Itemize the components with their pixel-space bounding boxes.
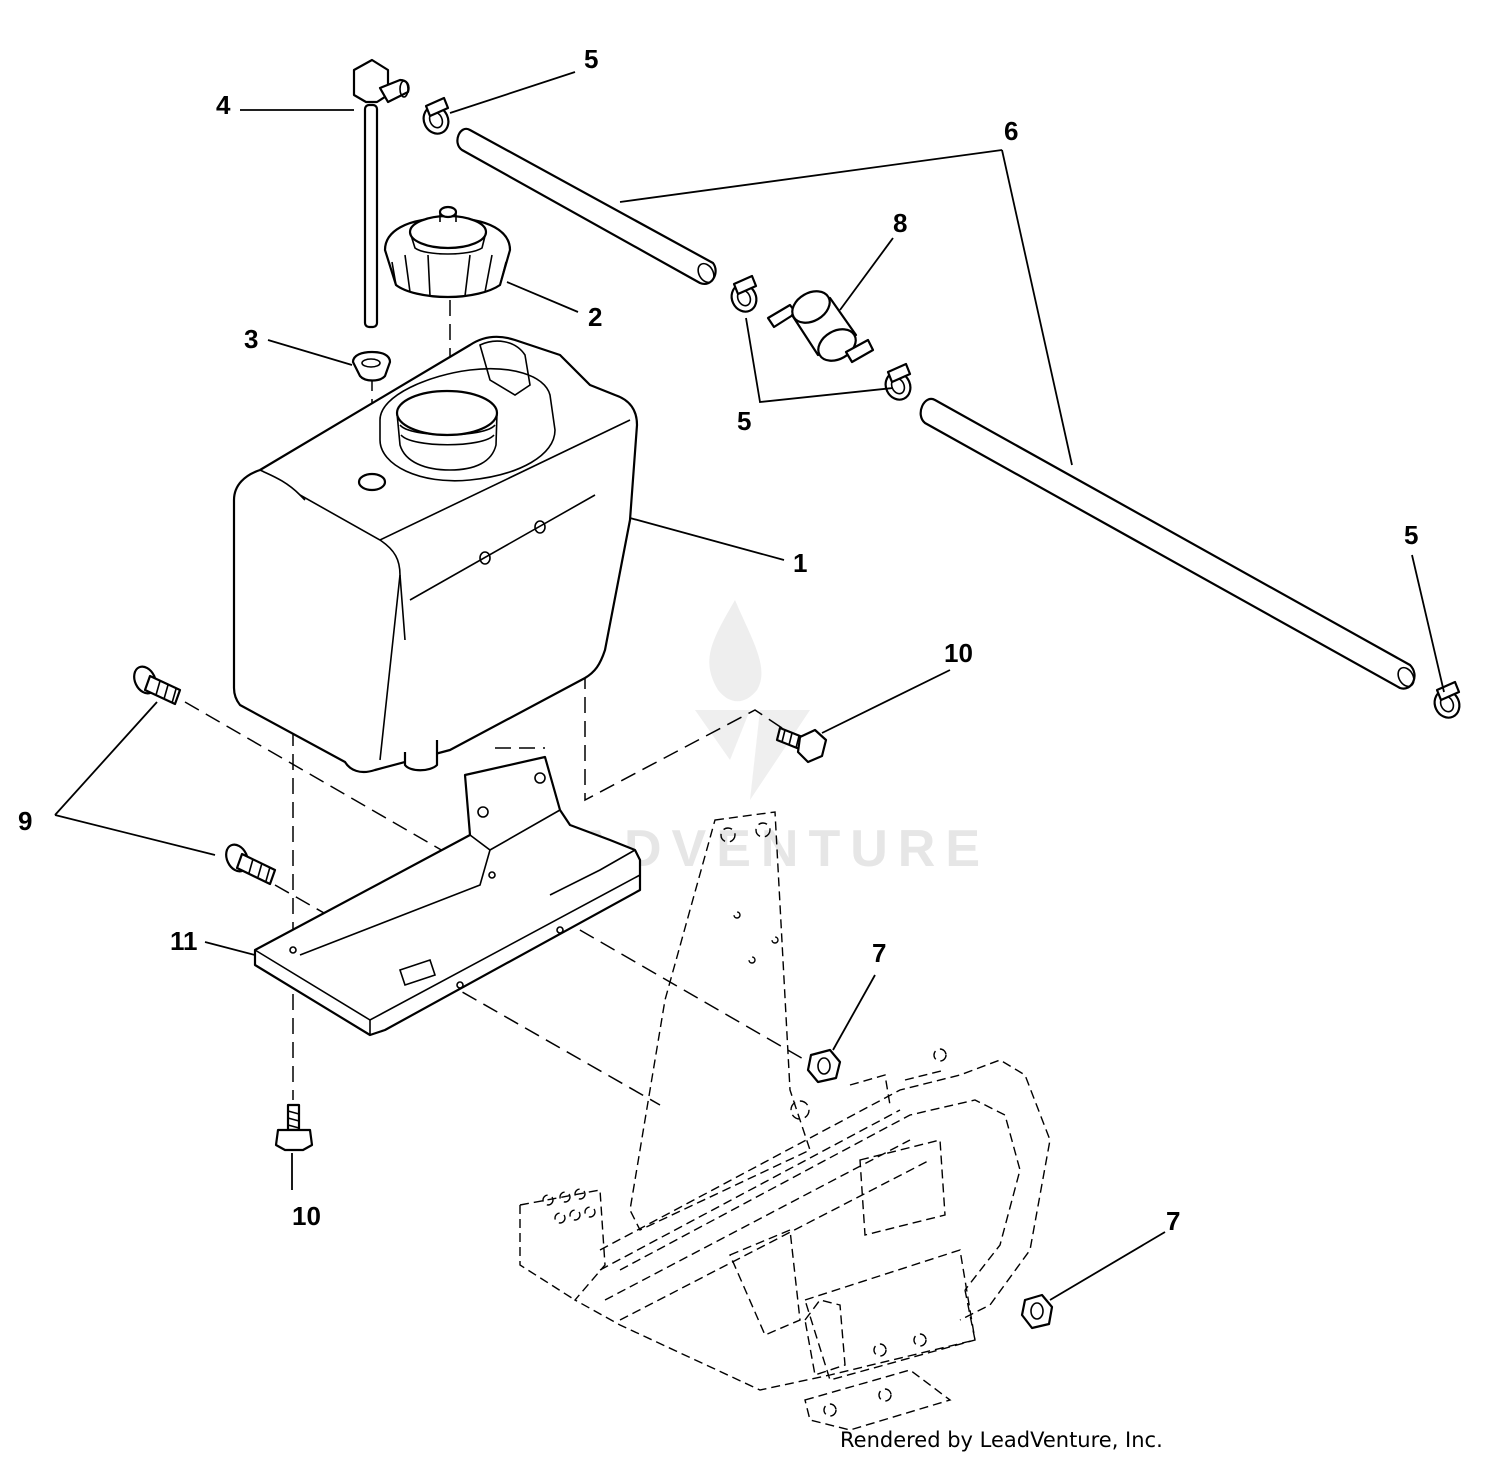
fuel-cap[interactable] [383, 205, 512, 299]
callout-10-side: 10 [944, 638, 973, 668]
hose-clamp-3[interactable] [881, 362, 915, 404]
leader-lines [54, 71, 1445, 1301]
callout-8: 8 [893, 208, 907, 238]
flange-nut-upper[interactable] [806, 1048, 842, 1084]
hose-clamp-1[interactable] [419, 96, 453, 138]
callout-5-middle: 5 [737, 406, 751, 436]
grommet[interactable] [351, 350, 392, 382]
bolt-lower[interactable] [222, 841, 277, 886]
callout-2: 2 [588, 302, 602, 332]
callout-5-right: 5 [1404, 520, 1418, 550]
flange-nut-lower[interactable] [1020, 1293, 1054, 1330]
callout-9: 9 [18, 806, 32, 836]
render-credit: Rendered by LeadVenture, Inc. [840, 1428, 1163, 1452]
callout-7-lower: 7 [1166, 1206, 1180, 1236]
fuel-hose-upper[interactable] [456, 127, 717, 286]
mower-frame [519, 811, 1051, 1431]
callout-5-top: 5 [584, 44, 598, 74]
fuel-tank[interactable] [232, 335, 639, 774]
flange-screw-bottom[interactable] [274, 1103, 314, 1152]
callout-4: 4 [216, 90, 231, 120]
hose-clamp-2[interactable] [727, 274, 761, 316]
fuel-hose-lower[interactable] [919, 397, 1417, 690]
tank-bracket[interactable] [253, 755, 642, 1037]
callout-10-bottom: 10 [292, 1201, 321, 1231]
callout-labels: 1 2 3 4 5 5 5 6 7 7 8 9 10 10 11 [18, 44, 1418, 1236]
hose-clamp-4[interactable] [1430, 680, 1464, 722]
fuel-filter[interactable] [766, 285, 875, 367]
flange-screw-side[interactable] [775, 726, 828, 764]
callout-11: 11 [170, 926, 198, 956]
callout-6: 6 [1004, 116, 1018, 146]
callout-1: 1 [793, 548, 807, 578]
callout-7-upper: 7 [872, 938, 886, 968]
bolt-upper[interactable] [130, 663, 182, 706]
callout-3: 3 [244, 324, 258, 354]
pickup-tube[interactable] [352, 58, 410, 329]
